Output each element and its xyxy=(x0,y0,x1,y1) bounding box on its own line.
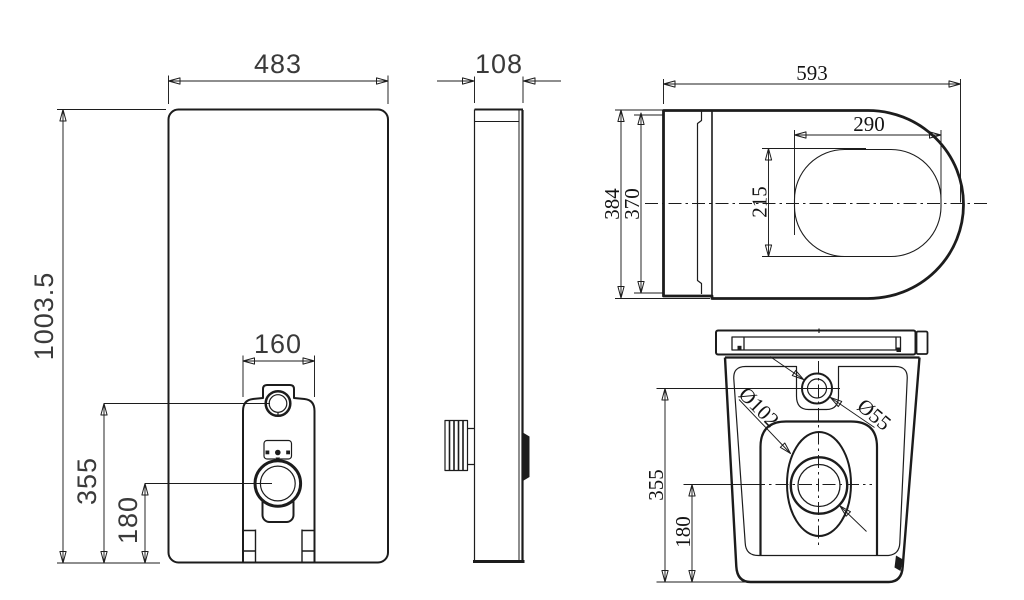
bracket-outline xyxy=(242,384,316,563)
connector-ribs xyxy=(448,420,464,471)
dim-front-width: 483 xyxy=(254,49,302,79)
hinge-pin-right xyxy=(896,347,901,352)
leader-inlet-dia-lower xyxy=(830,397,875,428)
bowl-inner-panel xyxy=(733,365,908,557)
back-view: 355 180 Ø102 Ø55 xyxy=(644,328,929,584)
plate-center-dot xyxy=(275,449,281,456)
ribbed-connector xyxy=(444,419,475,472)
hinge-rod xyxy=(731,336,902,351)
dim-inlet-diameter: Ø55 xyxy=(853,394,896,436)
hinge-bar xyxy=(715,328,929,356)
front-dimensions: 483 1003.5 355 180 160 xyxy=(29,49,389,564)
hinge-bar-end-tab xyxy=(915,330,929,355)
front-view: 483 1003.5 355 180 160 xyxy=(29,49,389,564)
plate-bolt-right xyxy=(286,450,290,455)
plate-bolt-left xyxy=(265,450,270,455)
side-dimensions: 108 xyxy=(437,49,561,103)
bowl-outline xyxy=(723,357,921,584)
dim-back-outlet-height: 180 xyxy=(671,516,695,548)
wall-bracket xyxy=(522,432,530,481)
dim-top-inner-depth: 370 xyxy=(620,188,644,220)
connector-stubs xyxy=(467,427,475,466)
drain-bracket xyxy=(242,384,316,563)
bracket-feet xyxy=(243,529,315,563)
cover-seam xyxy=(696,111,703,294)
dim-top-depth: 384 xyxy=(600,188,624,220)
dim-side-depth: 108 xyxy=(475,49,523,79)
connector-body xyxy=(444,419,469,472)
back-dimensions: 355 180 Ø102 Ø55 xyxy=(644,356,896,583)
drain-dome xyxy=(759,420,879,556)
dim-bowl-width: 290 xyxy=(853,112,885,136)
top-dimensions: 593 384 370 290 215 xyxy=(600,61,961,299)
dim-outlet-diameter: Ø102 xyxy=(734,382,784,432)
side-clip xyxy=(894,555,903,571)
hinge-rod-blocks xyxy=(743,337,897,350)
leader-outlet-dia-lower xyxy=(839,505,867,532)
dim-front-height: 1003.5 xyxy=(29,272,59,361)
side-view: 108 xyxy=(437,49,561,563)
leader-inlet-dia-upper xyxy=(769,356,804,380)
panel-outline xyxy=(167,108,389,564)
hinge-pin-left xyxy=(737,345,742,350)
dim-top-width: 593 xyxy=(796,61,828,85)
dim-front-bracket-width: 160 xyxy=(254,329,302,359)
seat-outline xyxy=(662,109,965,300)
dim-bowl-depth: 215 xyxy=(748,186,772,218)
leader-outlet-dia-upper xyxy=(738,399,791,454)
top-view: 593 384 370 290 215 xyxy=(600,61,988,300)
dim-front-outlet-height: 180 xyxy=(113,496,143,544)
dim-back-inlet-height: 355 xyxy=(644,469,668,501)
hinge-bar-outline xyxy=(715,329,917,356)
dim-front-inlet-height: 355 xyxy=(72,457,102,505)
